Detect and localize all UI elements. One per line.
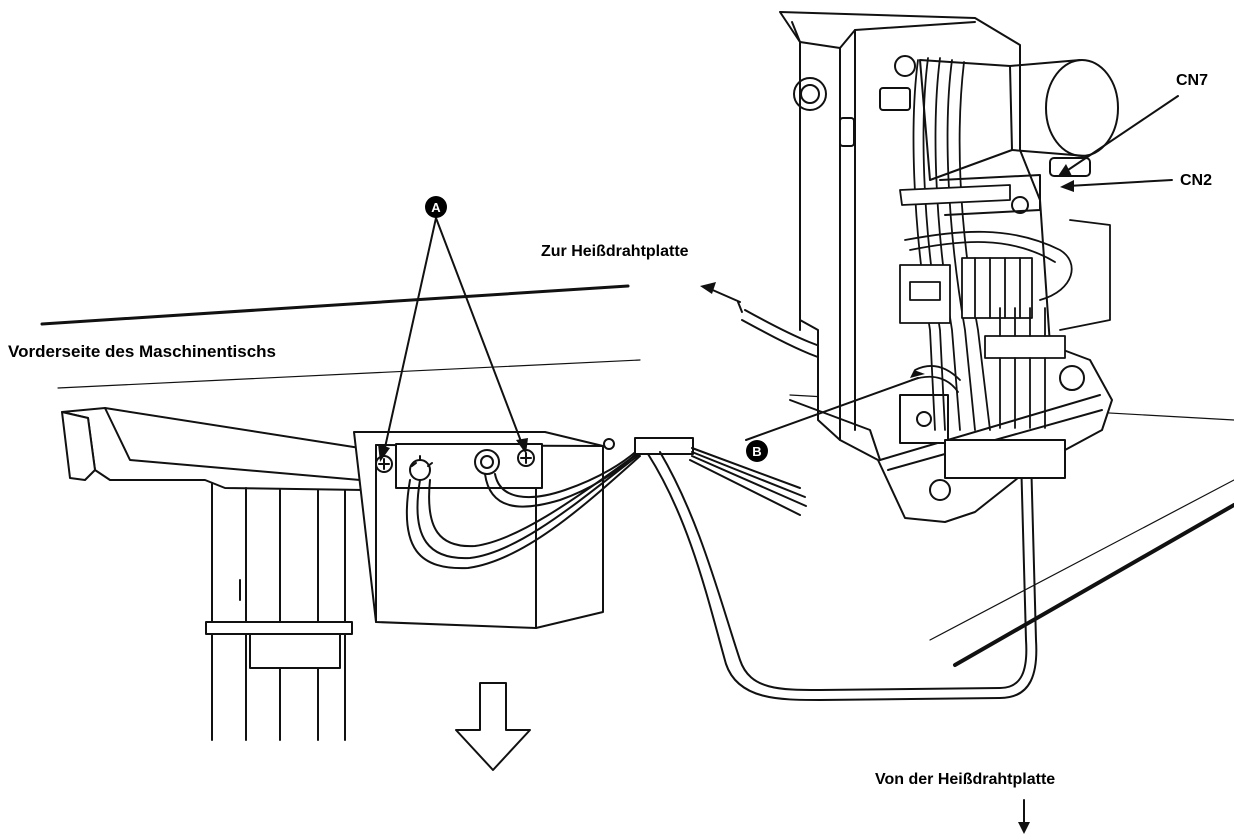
to-hot-wire-plate-arrow [707, 287, 741, 303]
marker-a: A [425, 196, 447, 218]
cn2-label: CN2 [1180, 172, 1213, 189]
cn7-label: CN7 [1176, 72, 1209, 89]
down-arrow [455, 682, 531, 771]
mounting-bracket [61, 407, 365, 491]
machine-stand [205, 483, 353, 741]
cable-bundle [405, 419, 1038, 701]
from-hot-wire-plate-arrow [1018, 799, 1030, 834]
leader-lines [383, 95, 1179, 453]
machine-wiring [899, 57, 1111, 431]
to-hot-wire-plate-label: Zur Heißdrahtplatte [541, 243, 689, 260]
front-of-table-label: Vorderseite des Maschinentischs [8, 342, 277, 361]
marker-b: B [746, 440, 768, 462]
motor [919, 59, 1119, 216]
control-box [353, 431, 615, 629]
from-hot-wire-plate-label: Von der Heißdrahtplatte [875, 771, 1056, 788]
arrow-heads [378, 164, 1074, 462]
